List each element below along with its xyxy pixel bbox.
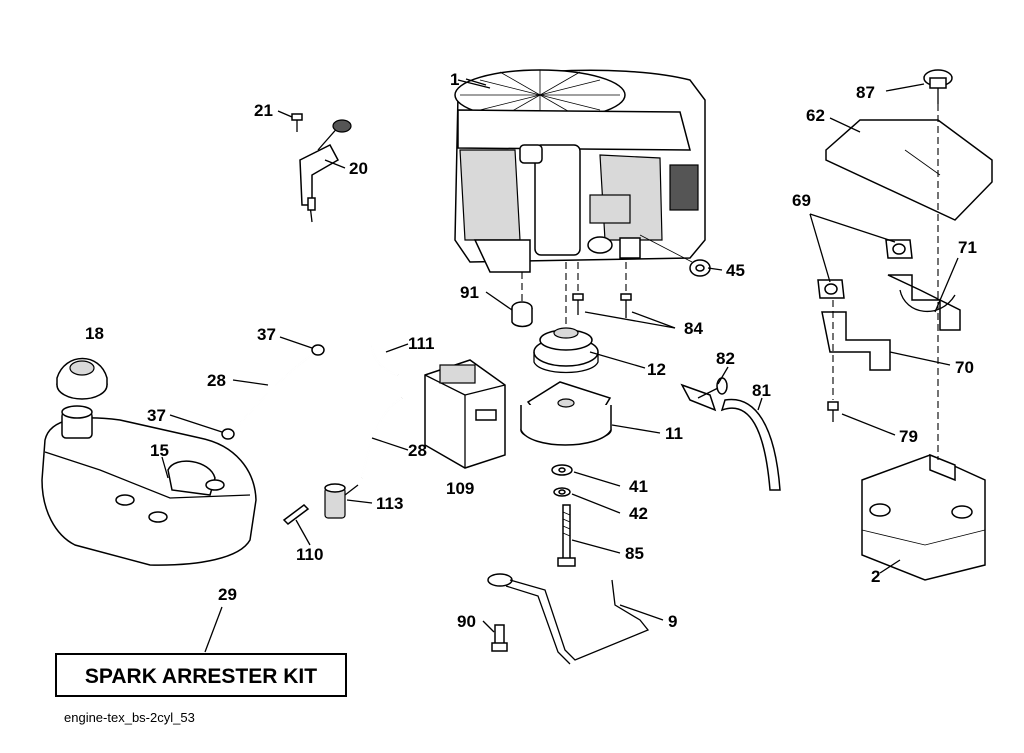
label-part-90: 90 <box>457 612 476 631</box>
washer-part-41 <box>551 464 573 476</box>
label-part-37-top: 37 <box>257 325 276 344</box>
label-part-11: 11 <box>665 424 683 443</box>
label-part-91: 91 <box>460 283 479 302</box>
kit-box-label: SPARK ARRESTER KIT <box>85 665 317 688</box>
throttle-control-part-20 <box>299 119 352 223</box>
screw-part-21 <box>291 113 303 132</box>
label-part-79: 79 <box>899 427 918 446</box>
muffler-part-2 <box>861 453 986 581</box>
label-part-37-bottom: 37 <box>147 406 166 425</box>
label-part-81: 81 <box>752 381 771 400</box>
label-part-20: 20 <box>349 159 368 178</box>
fuel-hose-part-111 <box>371 344 399 376</box>
knob-part-87 <box>923 69 953 104</box>
label-part-87: 87 <box>856 83 875 102</box>
heat-shield-part-62 <box>825 119 993 221</box>
bolt-part-85 <box>557 504 576 567</box>
label-part-42: 42 <box>629 504 648 523</box>
label-part-82: 82 <box>716 349 735 368</box>
label-part-1: 1 <box>450 70 459 89</box>
label-part-21: 21 <box>254 101 273 120</box>
fuel-hose-part-28-left <box>231 351 319 433</box>
spacer-part-91 <box>511 301 533 328</box>
fuel-tank-part-15 <box>41 405 257 566</box>
label-part-111: 111 <box>408 334 435 353</box>
gaskets-part-69 <box>817 239 913 299</box>
label-part-69: 69 <box>792 191 811 210</box>
bolt-part-90 <box>491 624 508 652</box>
label-part-84: 84 <box>684 319 703 338</box>
label-part-29: 29 <box>218 585 237 604</box>
leader-lines <box>161 78 959 653</box>
label-part-15: 15 <box>150 441 169 460</box>
bolt-part-79 <box>827 401 839 422</box>
label-part-70: 70 <box>955 358 974 377</box>
label-part-2: 2 <box>871 567 880 586</box>
bolts-part-84 <box>572 293 632 318</box>
spark-arrester-kit-box: SPARK ARRESTER KIT <box>55 653 347 697</box>
label-part-109: 109 <box>446 479 474 498</box>
label-part-28-left: 28 <box>207 371 226 390</box>
label-part-71: 71 <box>958 238 977 257</box>
diagram-caption: engine-tex_bs-2cyl_53 <box>64 710 195 725</box>
exhaust-pipe-part-70 <box>821 311 891 371</box>
label-part-85: 85 <box>625 544 644 563</box>
label-part-45: 45 <box>726 261 745 280</box>
exhaust-pipe-part-71 <box>887 274 961 331</box>
fuel-filter-part-82 <box>680 377 728 412</box>
fitting-part-113 <box>324 483 359 519</box>
fitting-part-110 <box>282 504 310 525</box>
fuel-pump-part-109 <box>424 359 506 469</box>
label-part-62: 62 <box>806 106 825 125</box>
fuel-hose-part-28-right <box>361 397 403 479</box>
part-labels: 1 21 20 87 62 45 69 71 91 84 18 37 111 2… <box>85 70 977 631</box>
label-part-113: 113 <box>376 494 403 513</box>
label-part-41: 41 <box>629 477 648 496</box>
label-part-110: 110 <box>296 545 323 564</box>
clamp-part-37-bottom <box>221 428 235 440</box>
bracket-part-9 <box>487 573 650 665</box>
pulley-part-12 <box>533 327 599 374</box>
label-part-28-right: 28 <box>408 441 427 460</box>
label-part-9: 9 <box>668 612 677 631</box>
clutch-part-11 <box>520 381 612 446</box>
clamp-part-37-top <box>311 344 325 356</box>
label-part-18: 18 <box>85 324 104 343</box>
nut-part-45 <box>689 259 711 277</box>
washer-part-42 <box>553 487 571 497</box>
fuel-cap-part-18 <box>56 357 108 400</box>
label-part-12: 12 <box>647 360 666 379</box>
engine-part-1 <box>454 69 706 273</box>
hose-part-81 <box>720 398 781 491</box>
